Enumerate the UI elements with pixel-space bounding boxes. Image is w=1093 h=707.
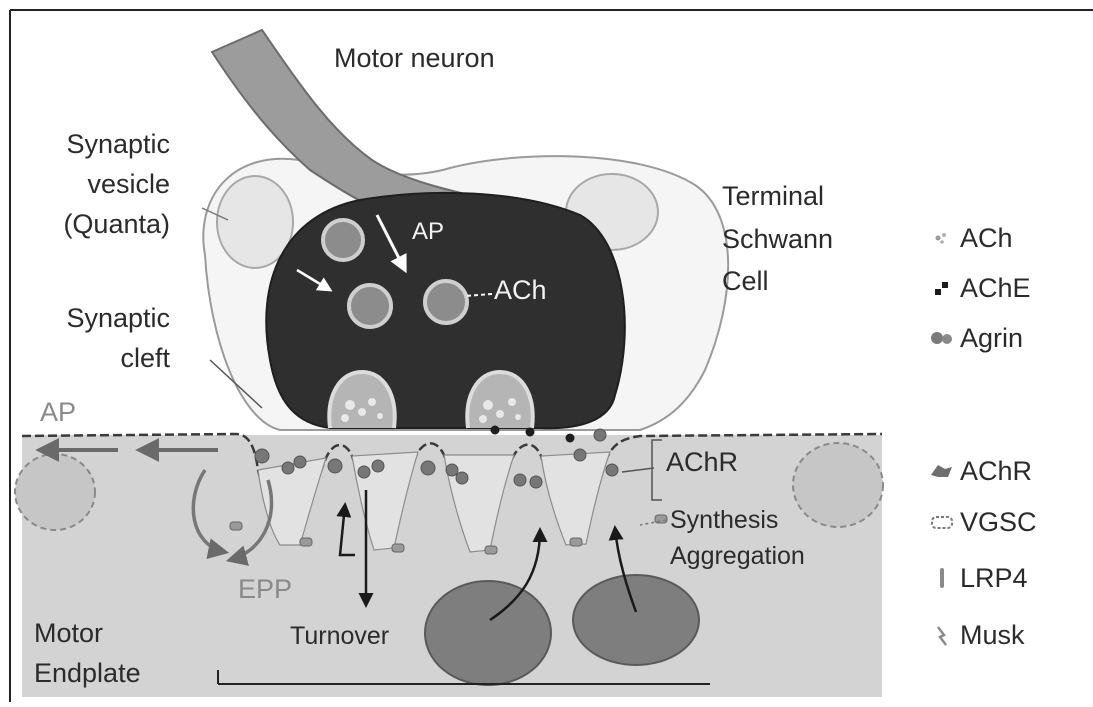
synaptic-cleft-label-line2: cleft [30,342,170,374]
motor-endplate-label-line2: Endplate [34,657,141,689]
terminal-schwann-label-line2: Schwann [722,223,833,255]
ach-inside-label: ACh [494,274,547,306]
peripheral-nucleus-right [793,443,883,527]
terminal-schwann-label-line1: Terminal [722,180,824,212]
legend-item-ache: AChE [928,268,1031,308]
legend-item-achr: AChR [928,451,1032,491]
aggregation-label: Aggregation [670,541,805,571]
turnover-label: Turnover [290,621,389,651]
synaptic-vesicle-label-line3: (Quanta) [30,208,170,240]
ache-icon [928,274,956,302]
synaptic-vesicle-label-line1: Synaptic [30,128,170,160]
synaptic-cleft-label-line1: Synaptic [30,302,170,334]
agrin-icon [928,324,956,352]
lrp4-icon [928,564,956,592]
legend-item-vgsc: VGSC [928,502,1037,542]
myonucleus-right [573,575,699,665]
myonucleus-left [425,581,551,685]
ach-icon [928,224,956,252]
epp-label: EPP [238,573,292,605]
synaptic-vesicle-label-line2: vesicle [30,168,170,200]
legend-item-agrin: Agrin [928,318,1023,358]
legend-item-lrp4: LRP4 [928,558,1028,598]
axon-ap-label: AP [412,218,444,247]
motor-endplate-label-line1: Motor [34,617,103,649]
muscle-ap-label: AP [40,396,76,428]
legend-item-ach: ACh [928,218,1013,258]
vgsc-icon [928,508,956,536]
legend-item-musk: Musk [928,615,1025,655]
motor-neuron-label: Motor neuron [334,42,495,74]
terminal-schwann-label-line3: Cell [722,265,769,297]
synthesis-label: Synthesis [670,505,778,535]
peripheral-nucleus-left [15,454,95,530]
achr-callout-label: AChR [666,446,738,478]
musk-icon [928,621,956,649]
achr-icon [928,457,956,485]
